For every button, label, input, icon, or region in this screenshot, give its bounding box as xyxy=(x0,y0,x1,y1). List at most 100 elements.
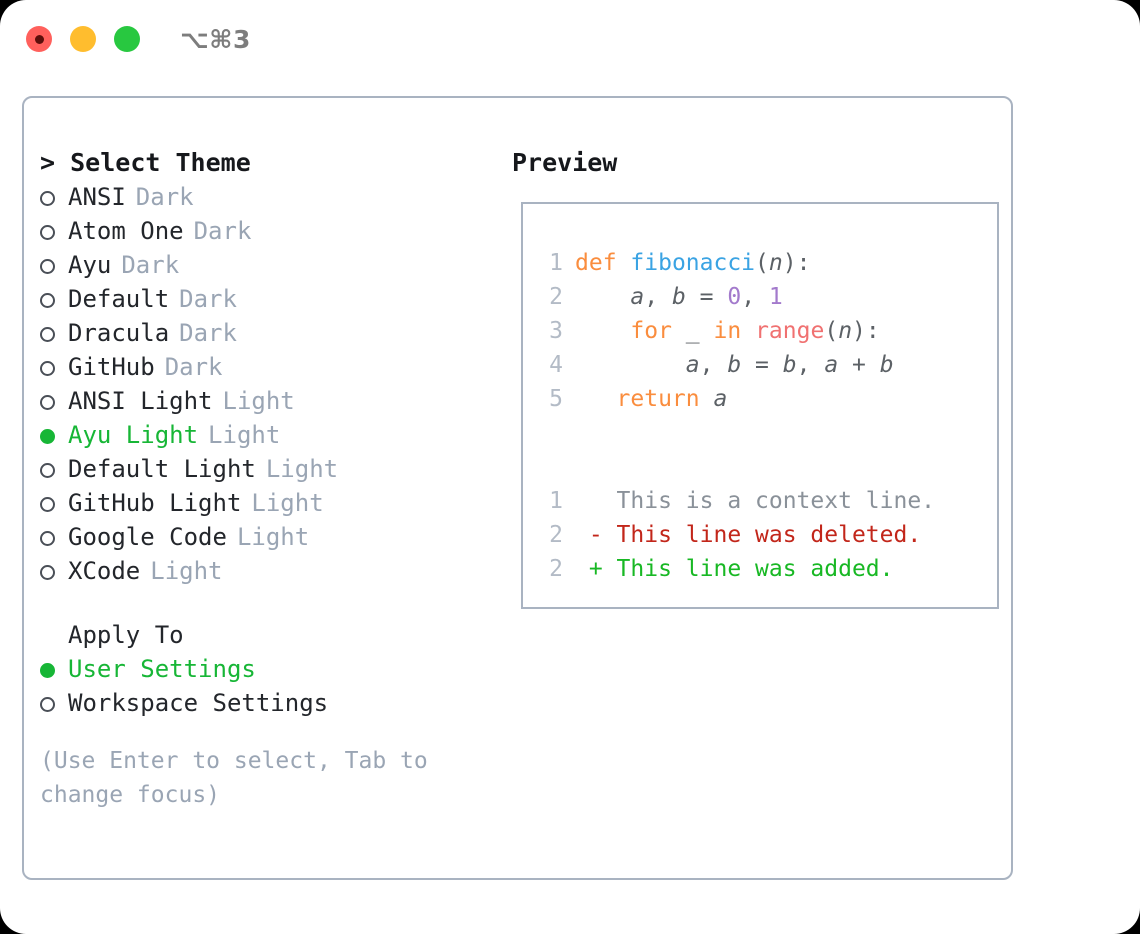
theme-item-label: GitHub xyxy=(68,353,155,381)
radio-unselected-icon[interactable] xyxy=(40,180,68,214)
bullet-glyph xyxy=(40,531,55,546)
apply-to-item[interactable]: Workspace Settings xyxy=(40,686,502,720)
radio-unselected-icon[interactable] xyxy=(40,248,68,282)
bullet-glyph xyxy=(40,429,55,444)
code-token: b xyxy=(671,284,686,310)
radio-unselected-icon[interactable] xyxy=(40,486,68,520)
theme-item[interactable]: GitHub Light Light xyxy=(40,486,502,520)
code-token: a xyxy=(630,284,645,310)
theme-item-tag: Light xyxy=(251,489,324,517)
bullet-glyph xyxy=(40,697,55,712)
diff-line-number: 1 xyxy=(549,488,563,514)
code-line-content: for _ in range(n): xyxy=(575,314,879,348)
code-token xyxy=(575,284,630,310)
code-token: 1 xyxy=(768,284,783,310)
theme-item[interactable]: Default Dark xyxy=(40,282,502,316)
theme-item-label: Default xyxy=(68,285,170,313)
bullet-glyph xyxy=(40,293,55,308)
code-token xyxy=(575,318,630,344)
code-line-number: 4 xyxy=(549,352,563,378)
bullet-glyph xyxy=(40,191,55,206)
theme-item-label: Google Code xyxy=(68,523,227,551)
minimize-button[interactable] xyxy=(70,26,96,52)
code-line-number: 3 xyxy=(549,318,563,344)
code-token: range xyxy=(755,318,825,344)
apply-to-item-label: User Settings xyxy=(68,655,256,683)
code-line-number: 2 xyxy=(549,284,563,310)
theme-item-label: ANSI xyxy=(68,183,126,211)
theme-item[interactable]: ANSI Dark xyxy=(40,180,502,214)
bullet-glyph xyxy=(40,497,55,512)
radio-unselected-icon[interactable] xyxy=(40,350,68,384)
theme-item[interactable]: Google Code Light xyxy=(40,520,502,554)
keyboard-hint: (Use Enter to select, Tab to change focu… xyxy=(40,748,442,808)
bullet-glyph xyxy=(40,259,55,274)
bullet-glyph xyxy=(40,463,55,478)
code-token: 0 xyxy=(727,284,742,310)
theme-item-label: Default Light xyxy=(68,455,256,483)
code-line: 5 return a xyxy=(537,382,997,416)
radio-unselected-icon[interactable] xyxy=(40,282,68,316)
bullet-glyph xyxy=(40,225,55,240)
radio-unselected-icon[interactable] xyxy=(40,384,68,418)
code-token: + xyxy=(838,352,880,378)
bullet-glyph xyxy=(40,361,55,376)
radio-unselected-icon[interactable] xyxy=(40,214,68,248)
diff-line: 1 This is a context line. xyxy=(537,484,997,518)
diff-line-number: 2 xyxy=(549,522,563,548)
code-token xyxy=(617,250,631,276)
theme-item-label: GitHub Light xyxy=(68,489,242,517)
code-token: n xyxy=(838,318,853,344)
apply-to-heading: Apply To xyxy=(68,621,184,649)
radio-unselected-icon[interactable] xyxy=(40,686,68,720)
theme-item-label: Atom One xyxy=(68,217,184,245)
code-token: a xyxy=(713,386,728,412)
bullet-glyph xyxy=(40,395,55,410)
code-token: = xyxy=(741,352,783,378)
code-token xyxy=(575,386,617,412)
code-line-number: 1 xyxy=(549,250,563,276)
code-token: for xyxy=(630,318,672,344)
theme-item-tag: Light xyxy=(236,523,310,551)
code-token: , xyxy=(644,284,672,310)
close-button[interactable] xyxy=(26,26,52,52)
bullet-glyph xyxy=(40,327,55,342)
code-token: a xyxy=(824,352,839,378)
radio-selected-icon[interactable] xyxy=(40,652,68,686)
select-theme-heading: > Select Theme xyxy=(40,146,502,180)
radio-unselected-icon[interactable] xyxy=(40,316,68,350)
code-line-content: return a xyxy=(575,382,728,416)
diff-sample: 1 This is a context line.2 - This line w… xyxy=(537,484,997,586)
code-token: ): xyxy=(782,250,811,276)
apply-to-item[interactable]: User Settings xyxy=(40,652,502,686)
code-token: in xyxy=(713,318,742,344)
radio-selected-icon[interactable] xyxy=(40,418,68,452)
theme-item-tag: Dark xyxy=(179,285,237,313)
theme-item-label: ANSI Light xyxy=(68,387,213,415)
diff-line-content: This is a context line. xyxy=(575,488,936,514)
theme-item-tag: Dark xyxy=(135,183,194,211)
bullet-glyph xyxy=(40,663,55,678)
code-token: _ xyxy=(685,318,700,344)
maximize-button[interactable] xyxy=(114,26,140,52)
radio-unselected-icon[interactable] xyxy=(40,520,68,554)
code-token: = xyxy=(685,284,728,310)
code-line: 3 for _ in range(n): xyxy=(537,314,997,348)
code-token xyxy=(700,386,714,412)
radio-unselected-icon[interactable] xyxy=(40,554,68,588)
radio-unselected-icon[interactable] xyxy=(40,452,68,486)
